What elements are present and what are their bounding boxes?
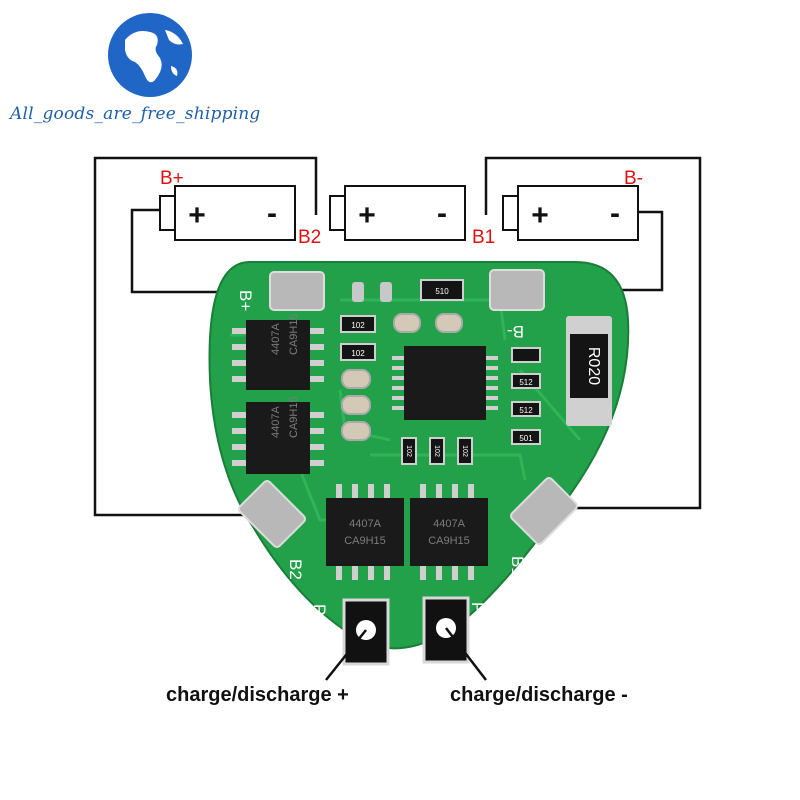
shunt-resistor: R020 [566, 316, 612, 426]
pcb-board: B+ B- B2 B1 4407A CA9H15 4407A CA9H15 [208, 261, 630, 666]
svg-text:P-: P- [468, 602, 487, 619]
wire-b-plus [130, 208, 292, 294]
svg-text:102: 102 [351, 321, 365, 330]
chip-bottom-right: 4407A CA9H15 [410, 484, 488, 580]
silk-b-plus: B+ [236, 290, 255, 311]
svg-text:4407A: 4407A [349, 518, 381, 530]
wire-b2 [93, 156, 318, 517]
svg-text:CA9H15: CA9H15 [428, 535, 470, 547]
battery-3: + - [502, 185, 639, 241]
label-b-plus: B+ [160, 168, 184, 189]
smd-components: 510 102 102 512 512 501 102 102 102 [340, 279, 541, 465]
battery-2: + - [329, 185, 466, 241]
svg-text:510: 510 [435, 287, 449, 296]
svg-text:P+: P+ [310, 604, 329, 625]
wire-b1 [484, 156, 702, 510]
battery-3-minus: - [610, 197, 620, 230]
svg-text:CA9H15: CA9H15 [288, 313, 300, 355]
silk-b1: B1 [508, 556, 527, 577]
svg-text:CA9H15: CA9H15 [344, 535, 386, 547]
svg-text:102: 102 [405, 445, 412, 457]
label-b2: B2 [298, 227, 321, 248]
pad-b2 [238, 480, 306, 548]
svg-text:CA9H15: CA9H15 [288, 396, 300, 438]
label-charge-discharge-minus: charge/discharge - [450, 684, 628, 706]
controller-ic [392, 346, 498, 420]
wires [93, 156, 702, 517]
svg-text:501: 501 [519, 434, 533, 443]
logo-text: All_goods_are_free_shipping [10, 104, 261, 124]
p-minus-terminal: P- [422, 596, 487, 664]
chip-bottom-left: 4407A CA9H15 [326, 484, 404, 580]
battery-2-minus: - [437, 197, 447, 230]
battery-1: + - [159, 185, 296, 241]
svg-text:102: 102 [461, 445, 468, 457]
label-b-minus: B- [624, 168, 643, 189]
chip-left-bottom: 4407A CA9H15 [232, 396, 324, 474]
pad-b1 [510, 477, 578, 545]
p-plus-terminal: P+ [310, 598, 390, 666]
silk-b-minus: B- [507, 322, 524, 341]
globe-icon [108, 13, 192, 97]
leader-lines [325, 627, 487, 681]
silk-b2: B2 [286, 559, 305, 580]
battery-1-minus: - [267, 197, 277, 230]
pad-b-plus [269, 271, 325, 311]
chip-left-top: 4407A CA9H15 [232, 313, 324, 390]
battery-1-plus: + [188, 199, 206, 232]
battery-3-plus: + [531, 199, 549, 232]
svg-text:R020: R020 [585, 347, 602, 385]
pad-b-minus [489, 269, 545, 311]
svg-text:512: 512 [519, 378, 533, 387]
label-b1: B1 [472, 227, 495, 248]
battery-2-plus: + [358, 199, 376, 232]
svg-text:102: 102 [351, 349, 365, 358]
svg-text:512: 512 [519, 406, 533, 415]
svg-text:4407A: 4407A [270, 323, 282, 355]
svg-text:4407A: 4407A [433, 518, 465, 530]
label-charge-discharge-plus: charge/discharge + [166, 684, 349, 706]
svg-text:4407A: 4407A [270, 406, 282, 438]
svg-text:102: 102 [433, 445, 440, 457]
